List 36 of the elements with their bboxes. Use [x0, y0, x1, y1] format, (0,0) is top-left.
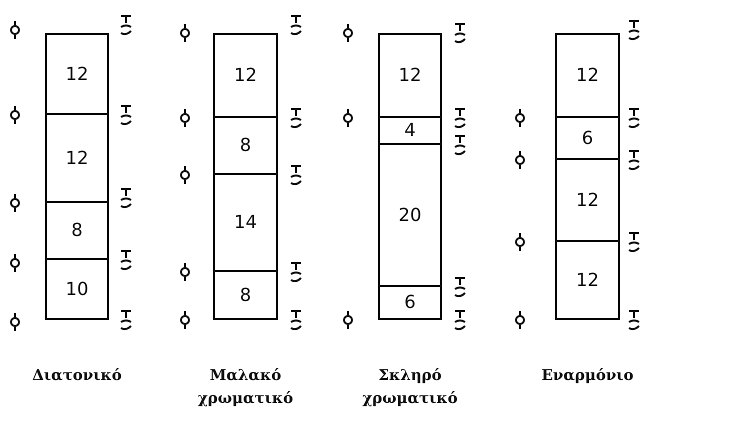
interval-number: 12 — [576, 190, 599, 210]
genus-caption: Σκληρό χρωματικό — [361, 365, 459, 409]
interval-box — [378, 33, 442, 118]
interval-box — [555, 240, 620, 320]
interval-box — [213, 116, 278, 175]
interval-number: 14 — [234, 212, 257, 233]
interval-box — [45, 113, 109, 203]
interval-number: 20 — [398, 204, 422, 226]
interval-box — [45, 258, 109, 320]
interval-number: 12 — [398, 65, 422, 86]
interval-box — [213, 33, 278, 118]
interval-box — [555, 33, 620, 118]
interval-number: 12 — [576, 65, 599, 86]
interval-number: 10 — [66, 278, 88, 300]
interval-number: 4 — [404, 120, 416, 141]
interval-box — [555, 116, 620, 160]
interval-number: 12 — [234, 65, 257, 86]
genus-caption: Μαλακό χρωματικό — [196, 365, 294, 409]
interval-number: 8 — [240, 284, 252, 306]
interval-number: 6 — [404, 292, 416, 313]
interval-box — [555, 158, 620, 242]
interval-box — [378, 285, 442, 320]
interval-number: 8 — [240, 135, 252, 156]
interval-box — [378, 143, 442, 287]
interval-box — [378, 116, 442, 145]
interval-box — [213, 270, 278, 320]
interval-box — [45, 33, 109, 115]
genus-caption: Διατονικό — [31, 365, 123, 386]
interval-box — [45, 201, 109, 260]
interval-number: 6 — [582, 128, 594, 148]
interval-number: 8 — [71, 220, 83, 241]
genus-caption: Εναρμόνιο — [540, 365, 634, 386]
interval-number: 12 — [66, 148, 88, 168]
interval-number: 12 — [576, 270, 599, 290]
interval-number: 12 — [66, 64, 88, 84]
interval-box — [213, 173, 278, 272]
